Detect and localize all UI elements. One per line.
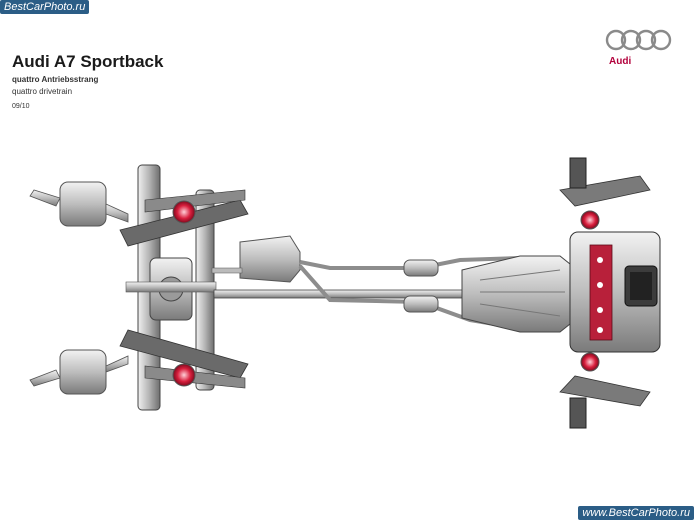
v6-engine [569, 231, 661, 353]
subtitle-english: quattro drivetrain [12, 87, 73, 96]
front-hub-top [580, 210, 600, 230]
catalyst-upper [403, 259, 439, 277]
catalyst-lower [403, 295, 439, 313]
brand-label: Audi [609, 56, 632, 67]
front-suspension [559, 157, 651, 429]
front-hub-bottom [580, 352, 600, 372]
page-title: Audi A7 Sportback [12, 52, 164, 71]
watermark-top: BestCarPhoto.ru [0, 0, 90, 14]
date-label: 09/10 [12, 103, 30, 110]
audi-rings-logo [605, 29, 672, 51]
transmission [461, 255, 576, 333]
center-silencer [211, 235, 301, 283]
rear-hub-top [172, 200, 196, 224]
subtitle-german: quattro Antriebsstrang [12, 75, 99, 84]
rear-hub-bottom [172, 363, 196, 387]
rear-muffler-top [29, 181, 129, 227]
watermark-bottom: www.BestCarPhoto.ru [578, 506, 694, 520]
rear-muffler-bottom [29, 349, 129, 395]
rear-axle-subframe [119, 164, 249, 411]
